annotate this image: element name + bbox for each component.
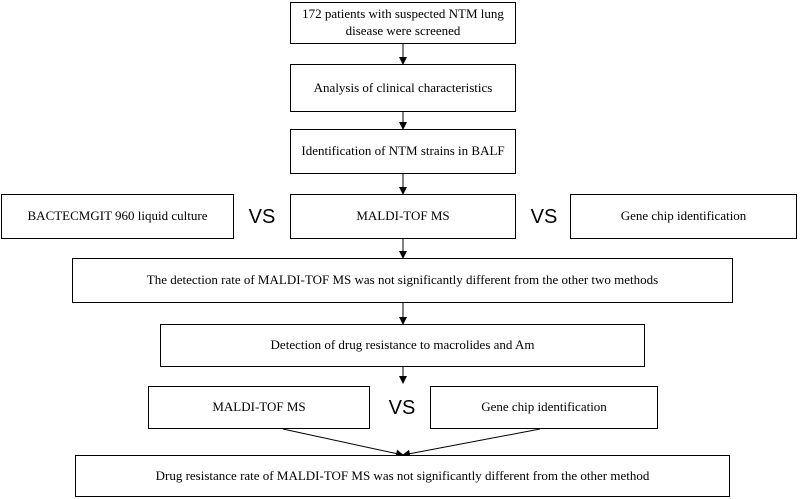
gene-chip-text-bottom: Gene chip identification [481, 399, 607, 415]
vs-label-bottom: VS [388, 397, 416, 419]
resistance-rate-text: Drug resistance rate of MALDI-TOF MS was… [155, 467, 650, 483]
screened-patients-text: 172 patients with suspected NTM lung dis… [302, 6, 504, 38]
bactec-culture-text: BACTECMGIT 960 liquid culture [27, 208, 208, 224]
resistance-detection-text: Detection of drug resistance to macrolid… [270, 337, 535, 353]
maldi-tof-box-bottom: MALDI-TOF MS [148, 386, 370, 429]
screened-patients-box: 172 patients with suspected NTM lung dis… [290, 2, 516, 44]
clinical-characteristics-text: Analysis of clinical characteristics [313, 79, 493, 95]
maldi-tof-text-bottom: MALDI-TOF MS [212, 399, 306, 415]
maldi-tof-text-top: MALDI-TOF MS [356, 208, 450, 224]
gene-chip-box-top: Gene chip identification [570, 194, 797, 239]
detection-rate-box: The detection rate of MALDI-TOF MS was n… [72, 258, 733, 303]
arrow-gene-chip-to-result [402, 428, 541, 458]
resistance-detection-box: Detection of drug resistance to macrolid… [160, 324, 645, 367]
vs-label-left: VS [248, 206, 276, 228]
vs-label-right: VS [530, 206, 558, 228]
maldi-tof-box-top: MALDI-TOF MS [290, 194, 516, 239]
identification-box: Identification of NTM strains in BALF [290, 129, 516, 174]
gene-chip-text-top: Gene chip identification [620, 208, 747, 224]
gene-chip-box-bottom: Gene chip identification [430, 386, 658, 429]
detection-rate-text: The detection rate of MALDI-TOF MS was n… [146, 272, 659, 288]
identification-text: Identification of NTM strains in BALF [301, 143, 505, 159]
arrow-maldi-to-result [282, 428, 404, 458]
bactec-culture-box: BACTECMGIT 960 liquid culture [1, 194, 234, 239]
resistance-rate-box: Drug resistance rate of MALDI-TOF MS was… [75, 455, 730, 497]
clinical-characteristics-box: Analysis of clinical characteristics [290, 64, 516, 112]
